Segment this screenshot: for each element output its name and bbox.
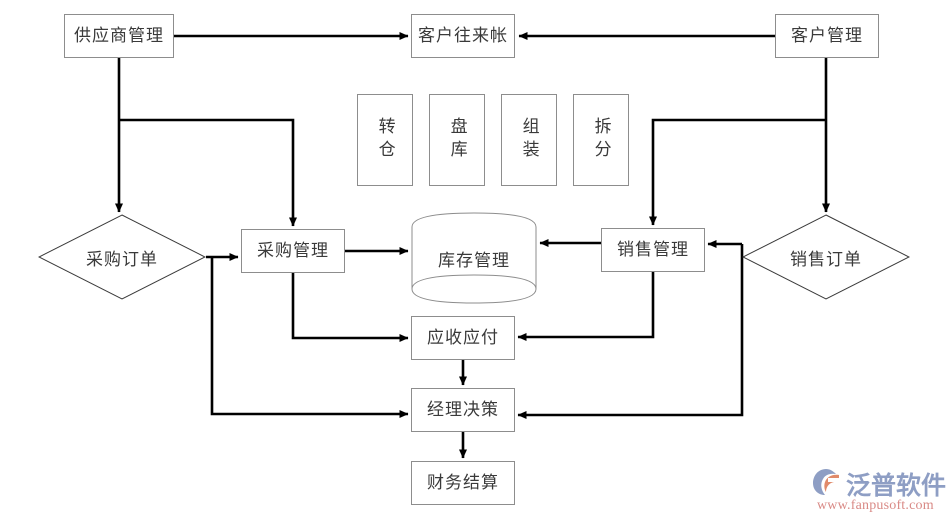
edge-purchase-mgmt-to-receivable	[291, 273, 409, 342]
node-label: 拆分	[591, 117, 611, 163]
cylinder-shape	[411, 212, 537, 304]
node-label: 应收应付	[427, 328, 499, 348]
edge-purchase-order-to-manager	[210, 257, 409, 418]
node-label: 转仓	[375, 117, 395, 163]
node-label: 组装	[519, 117, 539, 163]
node-receivable-payable[interactable]: 应收应付	[411, 316, 515, 360]
node-label: 供应商管理	[74, 26, 164, 46]
node-stocktaking[interactable]: 盘库	[429, 94, 485, 186]
node-label: 客户往来帐	[418, 26, 508, 46]
node-customer-ledger[interactable]: 客户往来帐	[411, 14, 515, 58]
node-purchase-order[interactable]: 采购订单	[38, 214, 206, 300]
node-inventory-management[interactable]: 库存管理	[411, 212, 537, 304]
node-supplier-management[interactable]: 供应商管理	[64, 14, 174, 58]
node-label: 客户管理	[791, 26, 863, 46]
diamond-shape	[38, 214, 206, 300]
node-label: 库存管理	[438, 250, 510, 270]
node-warehouse-transfer[interactable]: 转仓	[357, 94, 413, 186]
node-label: 销售订单	[790, 249, 862, 269]
edge-supplier-to-purchase-mgmt	[119, 118, 297, 227]
node-label: 财务结算	[427, 473, 499, 493]
diamond-shape	[742, 214, 910, 300]
watermark-url: www.fanpusoft.com	[817, 498, 934, 513]
node-label: 经理决策	[427, 400, 499, 420]
node-financial-settlement[interactable]: 财务结算	[411, 461, 515, 505]
watermark: 泛普软件 www.fanpusoft.com	[812, 466, 947, 518]
node-sales-order[interactable]: 销售订单	[742, 214, 910, 300]
node-label: 采购管理	[257, 241, 329, 261]
node-label: 盘库	[447, 117, 467, 163]
node-sales-management[interactable]: 销售管理	[601, 228, 705, 272]
node-assembly[interactable]: 组装	[501, 94, 557, 186]
node-label: 销售管理	[617, 240, 689, 260]
node-manager-decision[interactable]: 经理决策	[411, 388, 515, 432]
edge-sales-mgmt-to-receivable	[517, 272, 655, 341]
fanpu-logo-icon	[813, 469, 839, 495]
watermark-brand: 泛普软件	[846, 471, 947, 500]
node-customer-management[interactable]: 客户管理	[775, 14, 879, 58]
edge-customer-to-sales-mgmt	[649, 118, 826, 226]
node-purchase-management[interactable]: 采购管理	[241, 229, 345, 273]
node-label: 采购订单	[86, 249, 158, 269]
node-disassembly[interactable]: 拆分	[573, 94, 629, 186]
